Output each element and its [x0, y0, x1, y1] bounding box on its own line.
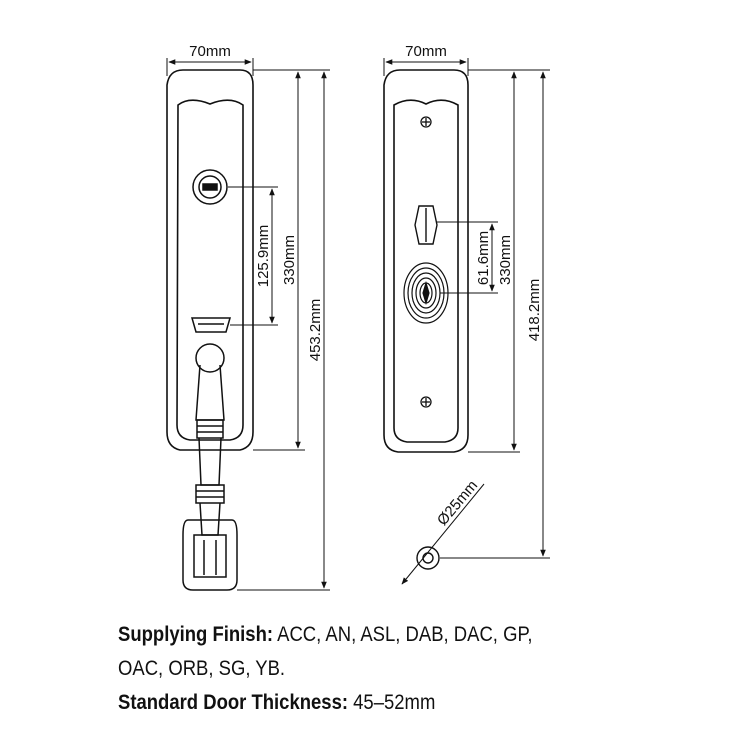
back-hole-spacing-label: 330mm — [497, 235, 514, 285]
front-overall-height-label: 453.2mm — [307, 299, 324, 362]
front-width-label: 70mm — [189, 43, 231, 60]
lock-technical-drawing: 70mm 125.9mm 330mm 453.2mm — [166, 43, 550, 591]
finish-label: Supplying Finish: — [118, 623, 274, 646]
thickness-line: Standard Door Thickness: 45–52mm — [118, 686, 646, 720]
finish-line-1: Supplying Finish: ACC, AN, ASL, DAB, DAC… — [118, 618, 646, 652]
specifications-block: Supplying Finish: ACC, AN, ASL, DAB, DAC… — [118, 618, 646, 720]
front-hole-spacing-label: 330mm — [281, 235, 298, 285]
cylinder-diameter-label: Ø25mm — [434, 477, 481, 529]
grip-handle — [182, 343, 238, 591]
thumb-turn-icon — [414, 205, 438, 245]
thickness-value: 45–52mm — [348, 691, 436, 714]
keyhole-cylinder-icon — [192, 169, 228, 205]
top-screw-icon — [420, 116, 432, 128]
finish-line-2: OAC, ORB, SG, YB. — [118, 652, 646, 686]
cylinder-bore-icon — [416, 546, 440, 570]
thickness-label: Standard Door Thickness: — [118, 691, 349, 714]
key-to-lever-label: 125.9mm — [255, 225, 272, 288]
bottom-screw-icon — [420, 396, 432, 408]
turn-to-knob-label: 61.6mm — [475, 231, 492, 285]
finish-values-2: OAC, ORB, SG, YB. — [118, 657, 286, 680]
finish-values-1: ACC, AN, ASL, DAB, DAC, GP, — [273, 623, 533, 646]
front-escutcheon — [166, 69, 254, 451]
cylinder-diameter-leader — [401, 483, 485, 585]
knob-rose-icon — [403, 262, 449, 324]
back-width-label: 70mm — [405, 43, 447, 60]
thumb-lever-icon — [191, 317, 231, 333]
back-overall-height-label: 418.2mm — [526, 279, 543, 342]
back-escutcheon — [383, 69, 469, 453]
